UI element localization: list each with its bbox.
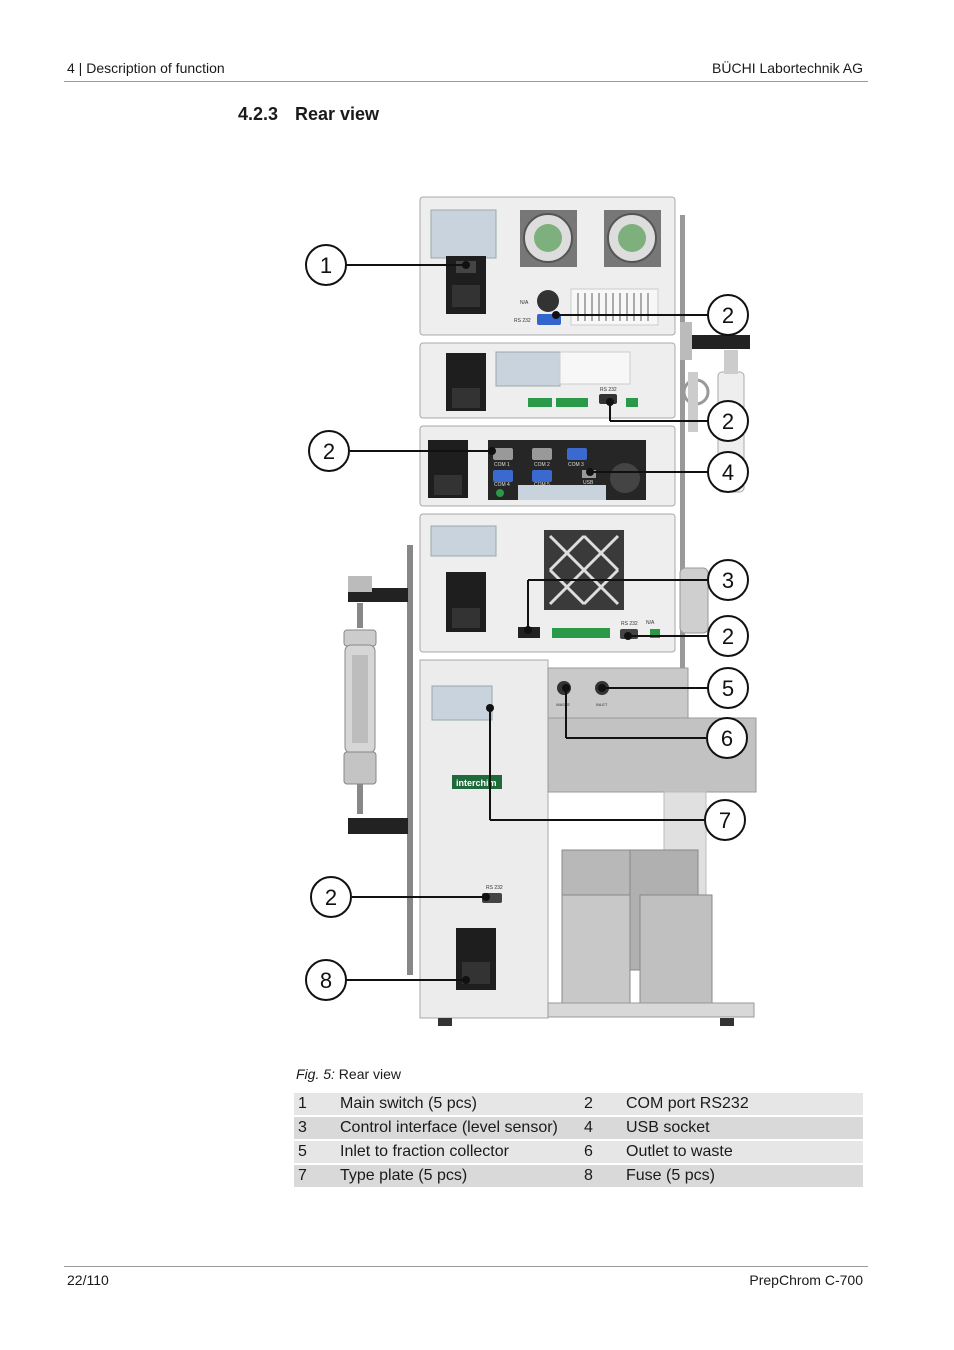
legend-text: Main switch (5 pcs) (336, 1093, 580, 1115)
table-row: 1 Main switch (5 pcs) 2 COM port RS232 (294, 1093, 863, 1115)
callout-4: 4 (722, 460, 734, 485)
table-row: 5 Inlet to fraction collector 6 Outlet t… (294, 1141, 863, 1163)
legend-number: 4 (580, 1117, 622, 1139)
legend-text: Type plate (5 pcs) (336, 1165, 580, 1187)
callout-2-fourth: 2 (722, 624, 734, 649)
com3-label: COM 3 (568, 462, 584, 468)
table-row: 7 Type plate (5 pcs) 8 Fuse (5 pcs) (294, 1165, 863, 1187)
legend-text: COM port RS232 (622, 1093, 863, 1115)
figure-caption: Fig. 5: Rear view (296, 1066, 401, 1082)
legend-number: 6 (580, 1141, 622, 1163)
legend-number: 2 (580, 1093, 622, 1115)
section-heading: 4.2.3 Rear view (238, 104, 379, 125)
legend-text: Inlet to fraction collector (336, 1141, 580, 1163)
legend-number: 1 (294, 1093, 336, 1115)
inlet-label: INLET (596, 702, 608, 707)
brand-label: interchim (456, 778, 497, 788)
com1-label: COM 1 (494, 462, 510, 468)
callout-1: 1 (320, 253, 332, 278)
legend-text: Outlet to waste (622, 1141, 863, 1163)
legend-text: Control interface (level sensor) (336, 1117, 580, 1139)
table-row: 3 Control interface (level sensor) 4 USB… (294, 1117, 863, 1139)
na-label-2: N/A (646, 620, 655, 626)
figure-caption-label: Fig. 5: (296, 1066, 335, 1082)
callout-2-bottom: 2 (325, 885, 337, 910)
figure-caption-text: Rear view (338, 1066, 402, 1082)
legend-table: 1 Main switch (5 pcs) 2 COM port RS232 3… (294, 1091, 863, 1189)
legend-number: 3 (294, 1117, 336, 1139)
header-rule (64, 81, 868, 82)
usb-label: USB (583, 480, 594, 486)
callout-5: 5 (722, 676, 734, 701)
header-company: BÜCHI Labortechnik AG (712, 60, 863, 76)
legend-number: 7 (294, 1165, 336, 1187)
rs232-label-1: RS 232 (514, 318, 531, 324)
legend-number: 8 (580, 1165, 622, 1187)
callout-6: 6 (721, 726, 733, 751)
com2-label: COM 2 (534, 462, 550, 468)
callout-2-second: 2 (722, 409, 734, 434)
section-number: 4.2.3 (238, 104, 279, 124)
legend-number: 5 (294, 1141, 336, 1163)
waste-label: WASTE (556, 702, 570, 707)
rear-view-figure: N/A RS 232 RS 232 COM 1 COM 2 COM 3 COM … (305, 196, 757, 1026)
legend-text: USB socket (622, 1117, 863, 1139)
callout-8: 8 (320, 968, 332, 993)
com5-label: COM 5 (534, 482, 550, 488)
rs232-label-4: RS 232 (486, 885, 503, 891)
rs232-label-2: RS 232 (600, 387, 617, 393)
callout-2-left: 2 (323, 439, 335, 464)
section-title: Rear view (295, 104, 380, 124)
page-number: 22/110 (67, 1272, 109, 1288)
callout-2-top: 2 (722, 303, 734, 328)
footer-rule (64, 1266, 868, 1267)
header-chapter: 4 | Description of function (67, 60, 225, 76)
legend-text: Fuse (5 pcs) (622, 1165, 863, 1187)
rs232-label-3: RS 232 (621, 621, 638, 627)
com4-label: COM 4 (494, 482, 510, 488)
callout-3: 3 (722, 568, 734, 593)
callout-7: 7 (719, 808, 731, 833)
na-label-1: N/A (520, 300, 529, 306)
product-name: PrepChrom C-700 (749, 1272, 863, 1288)
